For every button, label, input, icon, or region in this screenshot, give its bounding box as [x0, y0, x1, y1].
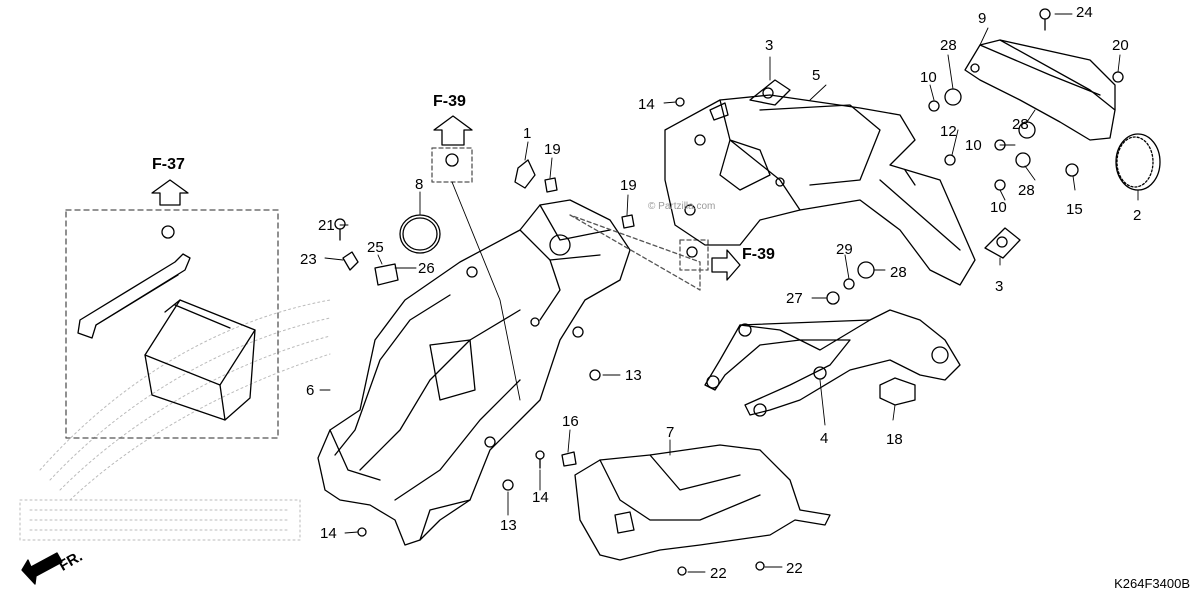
callout-28a: 28 — [940, 37, 957, 54]
callout-27: 27 — [786, 290, 803, 307]
callout-29: 29 — [836, 241, 853, 258]
callout-10c: 10 — [990, 199, 1007, 216]
bolt-13b — [502, 479, 514, 491]
nut-19a — [544, 177, 558, 193]
bushing-28a — [944, 88, 962, 106]
diagram-code: K264F3400B — [1114, 576, 1190, 591]
nut-27 — [826, 291, 840, 305]
callout-10b: 10 — [965, 137, 982, 154]
callout-22b: 22 — [786, 560, 803, 577]
rear-fender-5 — [664, 94, 976, 286]
callout-7: 7 — [666, 424, 675, 441]
o-ring-8 — [399, 214, 441, 254]
pad-3a — [749, 79, 791, 106]
bracket-9 — [964, 39, 1116, 141]
front-arrow — [21, 552, 63, 585]
callout-13a: 13 — [625, 367, 642, 384]
callout-3a: 3 — [765, 37, 774, 54]
callout-14c: 14 — [320, 525, 337, 542]
callout-13b: 13 — [500, 517, 517, 534]
battery-group — [65, 209, 279, 439]
clip-1 — [514, 159, 536, 189]
callout-24: 24 — [1076, 4, 1093, 21]
screw-22a — [677, 566, 687, 576]
ref-f39-top[interactable]: F-39 — [433, 93, 466, 110]
f37-arrow — [151, 179, 189, 206]
watermark-text: © Partzilla.com — [648, 201, 716, 212]
f39-arrow-right — [711, 249, 741, 281]
callout-14a: 14 — [638, 96, 655, 113]
callout-25: 25 — [367, 239, 384, 256]
callout-12: 12 — [940, 123, 957, 140]
callout-16: 16 — [562, 413, 579, 430]
undertray-7 — [574, 444, 831, 561]
collar-10c — [994, 179, 1006, 191]
nut-19b — [621, 214, 635, 229]
bolt-14c — [357, 527, 367, 537]
callout-20: 20 — [1112, 37, 1129, 54]
f39-arrow — [433, 115, 473, 146]
callout-19a: 19 — [544, 141, 561, 158]
bolt-24 — [1039, 8, 1051, 20]
ref-f39-right[interactable]: F-39 — [742, 246, 775, 263]
callout-22a: 22 — [710, 565, 727, 582]
connector-25 — [374, 263, 399, 286]
callout-3b: 3 — [995, 278, 1004, 295]
collar-10a — [928, 100, 940, 112]
callout-19b: 19 — [620, 177, 637, 194]
nut-15 — [1065, 163, 1079, 177]
callout-10a: 10 — [920, 69, 937, 86]
callout-18: 18 — [886, 431, 903, 448]
callout-6: 6 — [306, 382, 315, 399]
bolt-20 — [1112, 71, 1124, 83]
callout-28b: 28 — [1012, 116, 1029, 133]
nut-16 — [561, 451, 577, 467]
callout-28c: 28 — [1018, 182, 1035, 199]
callout-2: 2 — [1133, 207, 1142, 224]
grab-rail-4 — [704, 309, 961, 417]
washer-29 — [843, 278, 855, 290]
callout-1: 1 — [523, 125, 532, 142]
bolt-14a — [535, 450, 545, 460]
bushing-28c — [1015, 152, 1031, 168]
callout-23: 23 — [300, 251, 317, 268]
callout-4: 4 — [820, 430, 829, 447]
nut-12 — [944, 154, 956, 166]
inner-fender-6 — [317, 199, 631, 546]
callout-15: 15 — [1066, 201, 1083, 218]
bolt-14b — [675, 97, 685, 107]
bolt-21 — [334, 218, 346, 230]
honda-wing-watermark — [19, 299, 331, 541]
callout-9: 9 — [978, 10, 987, 27]
leader-lines — [319, 13, 1139, 573]
callout-8: 8 — [415, 176, 424, 193]
bolt-13a — [589, 369, 601, 381]
pad-3b — [984, 227, 1021, 259]
callout-14b: 14 — [532, 489, 549, 506]
screw-22b — [755, 561, 765, 571]
callout-21: 21 — [318, 217, 335, 234]
clip-23 — [342, 251, 359, 271]
callout-26: 26 — [418, 260, 435, 277]
callout-28d: 28 — [890, 264, 907, 281]
ref-f37[interactable]: F-37 — [152, 156, 185, 173]
callout-5: 5 — [812, 67, 821, 84]
bushing-28d — [857, 261, 875, 279]
